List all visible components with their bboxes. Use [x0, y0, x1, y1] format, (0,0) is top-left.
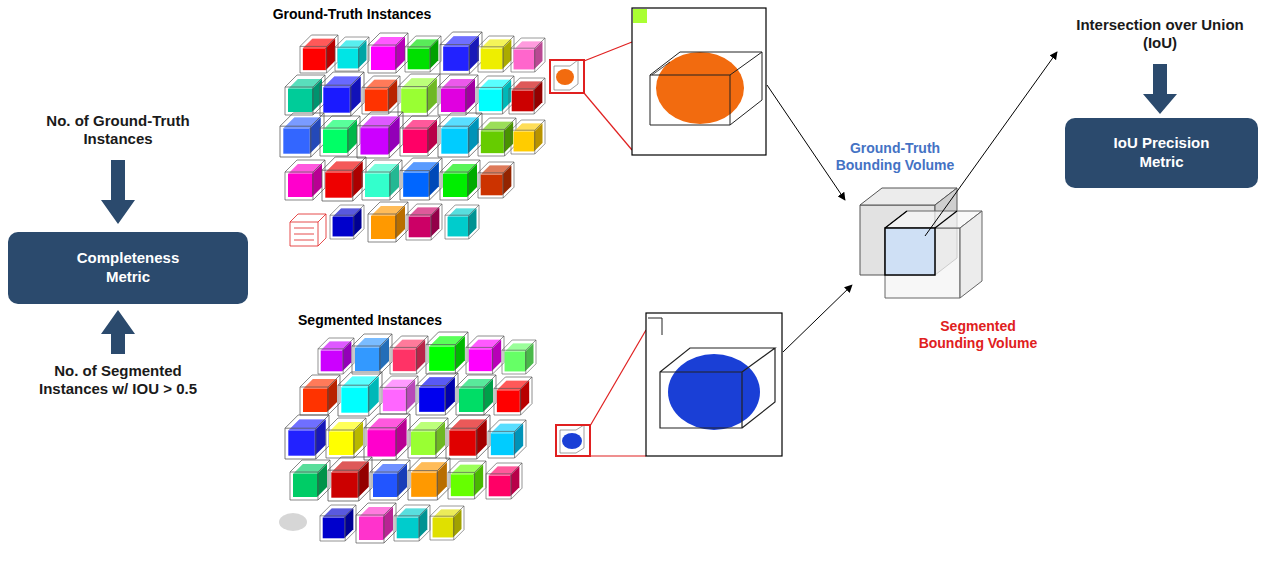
box-label: Completeness Metric: [68, 249, 188, 287]
metric-box: IoU Precision Metric: [1065, 118, 1258, 188]
input-label: No. of Ground-Truth Instances: [29, 112, 207, 148]
ground-truth-cluster: [280, 32, 545, 246]
iou-label: Intersection over Union (IoU): [1062, 16, 1258, 52]
block-arrow: [101, 310, 135, 354]
pointer-arrow: [767, 85, 845, 200]
zoom-callout: [550, 8, 766, 155]
panel-title: Ground-Truth Instances: [242, 6, 462, 23]
segmented-cluster: [279, 332, 536, 543]
input-label: No. of Segmented Instances w/ IOU > 0.5: [26, 362, 210, 398]
block-arrow: [1143, 64, 1177, 114]
pointer-arrow: [783, 285, 852, 352]
metric-box: Completeness Metric: [8, 232, 248, 304]
block-arrow: [101, 160, 135, 224]
volume-label: Segmented Bounding Volume: [908, 318, 1048, 352]
bounding-volume-figure: [860, 188, 982, 298]
pointer-arrow: [925, 52, 1057, 236]
panel-title: Segmented Instances: [270, 312, 470, 329]
volume-label: Ground-Truth Bounding Volume: [825, 140, 965, 174]
box-label: IoU Precision Metric: [1106, 134, 1218, 172]
zoom-callout: [556, 313, 782, 456]
